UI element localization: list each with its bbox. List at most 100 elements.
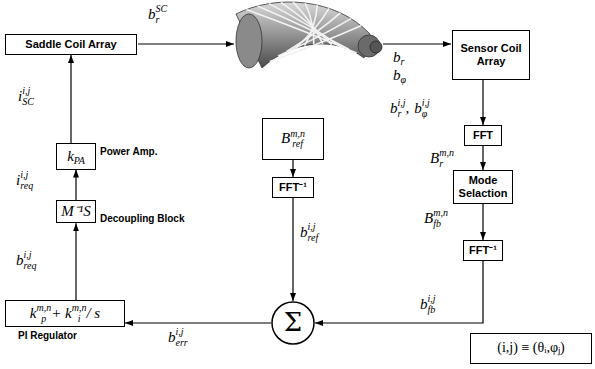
symbol-text: i [18,88,22,105]
coil-winding [270,26,361,62]
subscript: r [156,15,168,26]
symbol-text: Saddle Coil Array [25,38,116,51]
superscript: m,n [433,208,448,219]
superscript: i,j [308,222,319,233]
superscript: i,j [24,250,37,261]
superscript: i,j [398,98,406,109]
superscript: SC [156,4,168,15]
subscript: r [439,159,454,170]
block-box: Mode Selaction [453,170,513,204]
script-stack: i,jfb [428,294,436,315]
script-stack: i,jSC [22,86,34,107]
script-stack: i,jr [398,98,406,119]
coil-windings [246,2,361,61]
coil-winding [278,19,351,56]
symbol-text: Σ [284,308,302,338]
symbol-text: B [424,210,433,227]
signal-label: Bm,nr [430,148,454,169]
signal-label: bφ [393,65,406,86]
script-stack: φ [401,65,407,86]
superscript: i,j [176,327,188,338]
symbol-text: b [414,100,422,117]
superscript: i,j [22,86,34,97]
symbol-text: b [300,224,308,241]
block-box: M⁻¹SDecoupling Block [56,200,96,223]
block-box: (i,j) ≡ (θᵢ,φⱼ) [470,333,592,364]
symbol-text: B [430,150,439,167]
block-box: Sensor Coil Array [452,30,530,80]
subscript: φ [401,75,407,86]
symbol-text: Mode Selaction [458,174,508,199]
subscript: req [20,181,33,192]
superscript: m,n [439,148,454,159]
script-stack: m,nfb [433,208,448,229]
symbol-text: M⁻¹S [61,203,91,220]
signal-connector [75,170,76,201]
script-stack: m,np [36,303,51,324]
superscript: m,n [72,303,87,314]
script-stack: PA [74,146,85,167]
subscript: ref [290,139,305,150]
signal-label: bi,jerr [168,327,188,348]
symbol-text: b [393,49,401,66]
script-stack: i,jref [308,222,319,243]
signal-label: ii,jreq [16,170,33,191]
superscript: i,j [20,170,33,181]
sensor-arrow [383,43,451,44]
symbol-text: k [67,148,74,165]
symbol-text: FFT⁻¹ [279,181,307,194]
signal-label: br [393,47,404,68]
superscript: i,j [422,98,430,109]
subscript: req [24,261,37,272]
block-box: kPAPower Amp. [56,143,96,170]
torus-body [236,2,370,68]
symbol-text: b [16,252,24,269]
script-stack: m,ni [72,303,87,324]
script-stack: m,nref [290,129,305,150]
symbol-text: b [390,100,398,117]
signal-label: ii,jSC [18,86,34,107]
script-stack: r [401,47,405,68]
subscript: φ [422,109,430,120]
signal-connector [315,261,483,323]
signal-label: bi,jr,bi,jφ [390,98,430,119]
symbol-text: i [16,172,20,189]
signal-connector [292,160,293,177]
script-stack: i,jreq [24,250,37,271]
superscript: m,n [36,303,51,314]
signal-connector [125,322,271,323]
torus-section [236,14,262,68]
superscript: i,j [428,294,436,305]
block-caption: Decoupling Block [100,213,184,225]
subscript: SC [22,97,34,108]
signal-label: bi,jref [300,222,318,243]
symbol-text: b [168,329,176,346]
script-stack: i,jφ [422,98,430,119]
block-box: FFT⁻¹ [463,240,503,261]
subscript: fb [433,219,448,230]
symbol-text: FFT [473,129,493,142]
subscript: p [36,314,51,325]
signal-connector [75,223,76,300]
block-box: FFT [464,125,502,146]
block-box: Bm,nref [262,118,324,160]
script-stack: i,jreq [20,170,33,191]
subscript: fb [428,305,436,316]
superscript: m,n [290,129,305,140]
symbol-text: , [406,100,410,117]
signal-label: Bm,nfb [424,208,448,229]
symbol-text: b [420,296,428,313]
symbol-text: (i,j) ≡ (θᵢ,φⱼ) [497,340,564,356]
subscript: ref [308,233,319,244]
script-stack: m,nr [439,148,454,169]
signal-connector [482,204,483,240]
block-box: Saddle Coil Array [5,34,137,55]
script-stack: i,jerr [176,327,188,348]
subscript: r [398,109,406,120]
subscript: PA [74,156,85,167]
block-caption: Power Amp. [100,146,157,158]
symbol-text: B [281,130,290,147]
symbol-text: b [393,67,401,84]
summing-junction: Σ [271,301,315,345]
